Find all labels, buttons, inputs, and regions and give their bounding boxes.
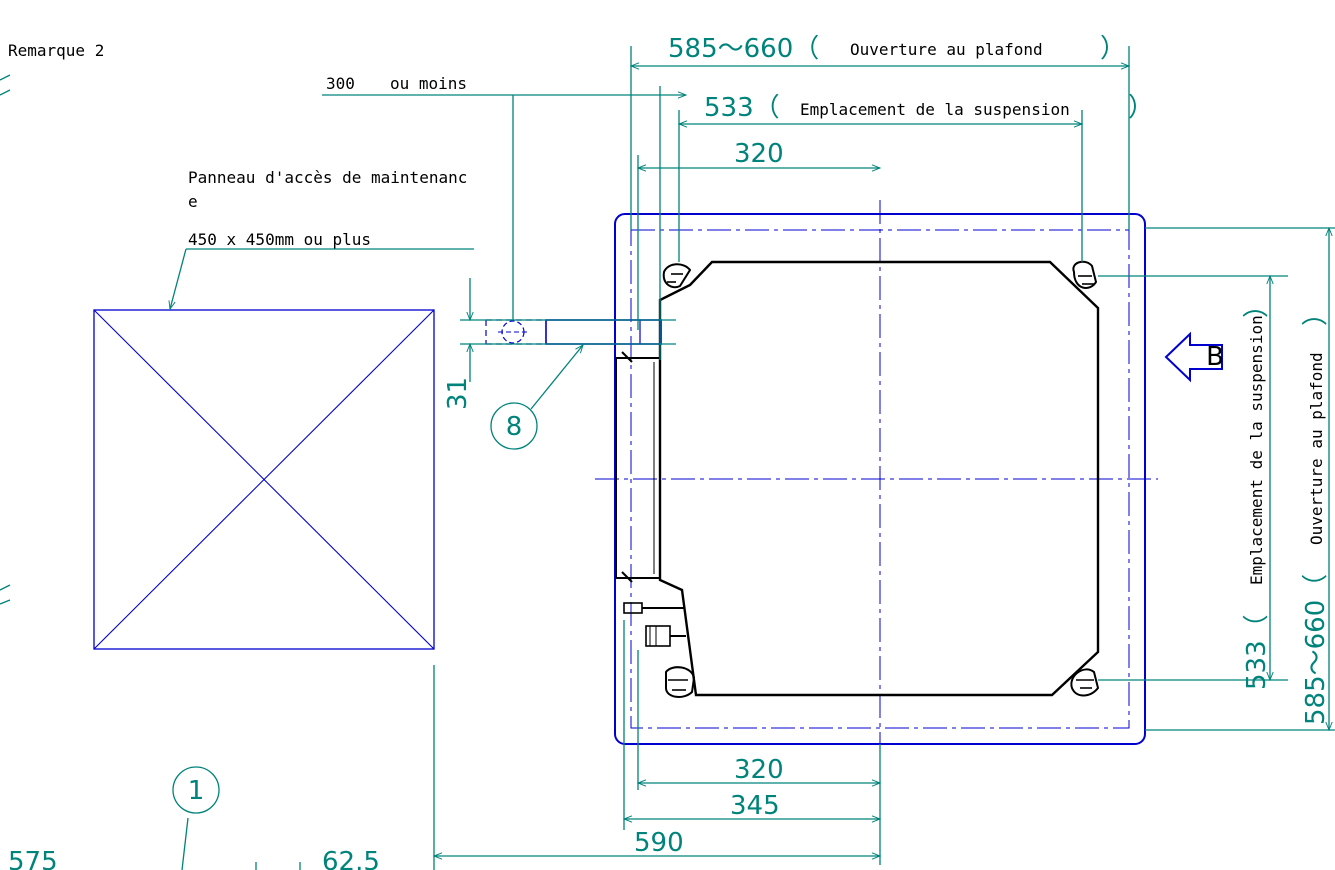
dim-345-bottom-label: 345 — [730, 791, 780, 821]
max-distance-text: ou moins — [390, 74, 467, 93]
callout-8 — [490, 343, 584, 450]
hanger-bracket-bottom-left — [665, 666, 696, 698]
dim-suspension-vertical — [1098, 274, 1288, 682]
max-distance-value: 300 — [326, 74, 355, 93]
suspension-close: ） — [1128, 93, 1154, 123]
access-panel-label-line2: e — [188, 192, 198, 211]
unit-body — [615, 260, 1100, 697]
hanger-bracket-top-left — [662, 263, 692, 289]
dim-575-label: 575 — [8, 847, 58, 870]
dim-suspension-horizontal — [677, 110, 1084, 262]
ceiling-opening-vertical-range: 585～660（ — [1301, 574, 1331, 725]
suspension-text: Emplacement de la suspension — [800, 100, 1070, 119]
dim-bottom-extensions — [433, 620, 881, 870]
dim-320-top — [636, 155, 882, 330]
hanger-bracket-top-right — [1072, 260, 1098, 289]
access-panel — [93, 309, 435, 650]
access-panel-label-line1: Panneau d'accès de maintenanc — [188, 168, 467, 187]
dim-625-label: 62.5 — [322, 847, 380, 870]
suspension-value: 533（ — [704, 93, 780, 123]
access-panel-size: 450 x 450mm ou plus — [188, 230, 371, 249]
suspension-vertical-text: Emplacement de la suspension — [1247, 315, 1266, 585]
view-b-arrow — [1164, 331, 1223, 383]
access-panel-leader — [168, 248, 474, 311]
dim-31-label: 31 — [443, 377, 473, 410]
dim-320-top-label: 320 — [734, 139, 784, 169]
ceiling-opening-vertical-text: Ouverture au plafond — [1307, 352, 1326, 545]
pipe-connections — [623, 602, 686, 647]
ceiling-opening-range: 585～660（ — [668, 34, 819, 64]
dim-590-bottom-label: 590 — [634, 828, 684, 858]
callout-1-label: 1 — [188, 776, 205, 806]
dim-300-or-less — [322, 86, 688, 360]
ceiling-opening-vertical-close: ） — [1301, 300, 1331, 326]
centerlines — [595, 200, 1158, 760]
callout-1 — [172, 766, 220, 870]
dim-ceiling-opening-horizontal — [629, 46, 1131, 230]
remark-label: Remarque 2 — [8, 41, 104, 60]
suspension-vertical-close: ） — [1242, 292, 1272, 318]
ceiling-opening-close: ） — [1100, 34, 1126, 64]
dim-ceiling-opening-vertical — [1145, 226, 1335, 732]
drain-pipe — [460, 319, 676, 345]
hanger-bracket-bottom-right — [1070, 668, 1100, 697]
callout-8-label: 8 — [506, 412, 523, 442]
dim-left-bottom — [255, 862, 301, 870]
dim-320-bottom-label: 320 — [734, 755, 784, 785]
view-b-label: B — [1206, 342, 1224, 372]
suspension-vertical-value: 533（ — [1242, 614, 1272, 690]
ceiling-opening-text: Ouverture au plafond — [850, 40, 1043, 59]
left-edge-fragments — [0, 74, 11, 605]
